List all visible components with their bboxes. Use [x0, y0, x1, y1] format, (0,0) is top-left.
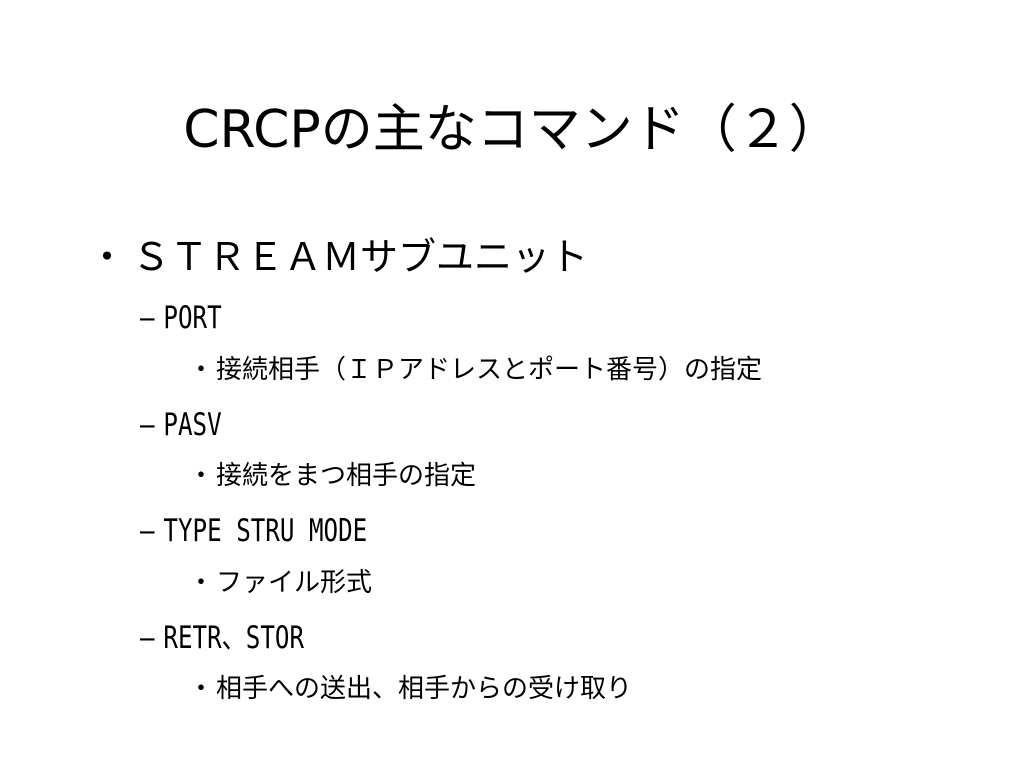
subbullet-port: –PORT: [140, 298, 222, 338]
subbullet-retr-stor: –RETR、STOR: [140, 618, 304, 658]
detail-port: ・接続相手（ＩＰアドレスとポート番号）の指定: [188, 352, 762, 388]
bullet-stream-subunit: ・ＳＴＲＥＡＭサブユニット: [88, 232, 588, 282]
dot-marker: ・: [188, 568, 215, 598]
dash-marker: –: [140, 620, 155, 656]
detail-type-stru-mode: ・ファイル形式: [188, 565, 372, 601]
dot-marker: ・: [188, 674, 215, 704]
bullet-marker: ・: [88, 235, 127, 279]
detail-text: ファイル形式: [216, 568, 373, 598]
command-label: TYPE STRU MODE: [163, 513, 368, 549]
command-label: RETR、STOR: [163, 620, 305, 656]
dash-marker: –: [140, 300, 155, 336]
detail-text: 接続相手（ＩＰアドレスとポート番号）の指定: [216, 355, 763, 385]
dash-marker: –: [140, 407, 155, 443]
dash-marker: –: [140, 513, 155, 549]
subbullet-type-stru-mode: –TYPE STRU MODE: [140, 511, 367, 551]
dot-marker: ・: [188, 461, 215, 491]
dot-marker: ・: [188, 355, 215, 385]
bullet-text: ＳＴＲＥＡＭサブユニット: [132, 235, 589, 279]
slide-title: CRCPの主なコマンド（２）: [183, 100, 841, 160]
subbullet-pasv: –PASV: [140, 405, 222, 445]
detail-text: 接続をまつ相手の指定: [216, 461, 477, 491]
detail-pasv: ・接続をまつ相手の指定: [188, 458, 476, 494]
detail-retr-stor: ・相手への送出、相手からの受け取り: [188, 671, 632, 707]
command-label: PASV: [163, 407, 222, 443]
detail-text: 相手への送出、相手からの受け取り: [216, 674, 633, 704]
command-label: PORT: [163, 300, 222, 336]
